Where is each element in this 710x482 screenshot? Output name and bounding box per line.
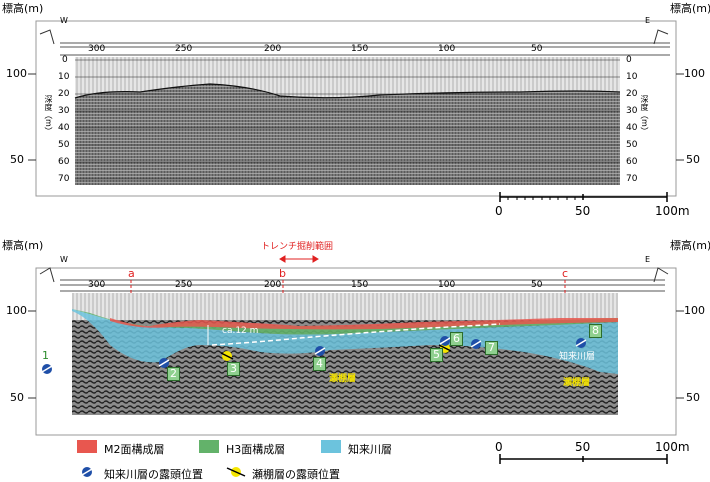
- section-mark-b: b: [279, 267, 286, 280]
- upper-depth-tick-left: 20: [58, 89, 70, 99]
- upper-dist-tick: 50: [531, 44, 543, 54]
- lower-dist-tick: 250: [175, 280, 193, 290]
- upper-depth-tick-left: 10: [58, 72, 70, 82]
- trench-range-label: トレンチ掘削範囲: [261, 242, 334, 252]
- outcrop-number: 4: [313, 357, 326, 371]
- layer-label-setana: 瀬棚層: [329, 374, 357, 384]
- upper-depth-tick-right: 50: [626, 140, 638, 150]
- legend-label-h3: H3面構成層: [226, 443, 286, 456]
- outcrop-number: 8: [589, 324, 602, 338]
- outcrop-number: 7: [485, 341, 498, 355]
- upper-elev-label-right: 標高(m): [670, 2, 710, 15]
- upper-elev-label-left: 標高(m): [2, 2, 44, 15]
- lower-elev-tick-left: 50: [10, 391, 24, 404]
- outcrop-markers: [41, 336, 587, 374]
- shiretoko-layer: [72, 309, 618, 374]
- upper-depth-tick-right: 30: [626, 106, 638, 116]
- m2-layer: [110, 318, 618, 330]
- upper-dir-w: W: [60, 16, 68, 25]
- outcrop-number: 1: [42, 349, 49, 362]
- upper-depth-tick-right: 40: [626, 123, 638, 133]
- upper-depth-tick-right: 20: [626, 89, 638, 99]
- legend-label-shiretoko: 知来川層: [348, 443, 392, 456]
- upper-depth-tick-right: 0: [626, 55, 632, 65]
- lower-elev-tick-right: 50: [686, 391, 700, 404]
- upper-depth-tick-left: 70: [58, 174, 70, 184]
- outcrop-number: 3: [227, 362, 240, 376]
- scale-label: 0: [495, 440, 503, 454]
- scale-label: 50: [575, 204, 591, 218]
- upper-depth-tick-left: 0: [62, 55, 68, 65]
- upper-depth-tick-right: 60: [626, 157, 638, 167]
- legend-swatch-h3: [199, 440, 219, 453]
- depth-annotation: ca.12 m: [222, 326, 259, 336]
- lower-dist-tick: 50: [531, 280, 543, 290]
- lower-elev-tick-right: 100: [684, 304, 705, 317]
- layer-label-setana: 瀬棚層: [563, 378, 591, 388]
- upper-depth-tick-left: 30: [58, 106, 70, 116]
- upper-elev-tick-left: 100: [6, 67, 27, 80]
- upper-depth-tick-right: 10: [626, 72, 638, 82]
- lower-dist-tick: 300: [88, 280, 106, 290]
- upper-depth-tick-left: 50: [58, 140, 70, 150]
- scale-label: 100m: [655, 204, 690, 218]
- lower-elev-label-left: 標高(m): [2, 239, 44, 252]
- scale-label: 100m: [655, 440, 690, 454]
- outcrop-number: 5: [430, 348, 443, 362]
- upper-dist-tick: 150: [351, 44, 369, 54]
- upper-elev-tick-left: 50: [10, 153, 24, 166]
- upper-depth-tick-left: 60: [58, 157, 70, 167]
- layer-label-shiretoko: 知来川層: [559, 352, 596, 362]
- lower-elev-label-right: 標高(m): [670, 239, 710, 252]
- legend-swatch-m2: [77, 440, 97, 453]
- trench-range-arrow: [279, 255, 319, 263]
- lower-dir-w: W: [60, 255, 68, 264]
- section-mark-c: c: [562, 267, 569, 280]
- legend-label-m2: M2面構成層: [104, 443, 165, 456]
- upper-elev-tick-right: 100: [684, 67, 705, 80]
- scale-bar-lower: [499, 454, 668, 464]
- upper-depth-axis-label-left: 深度（m）: [44, 95, 53, 135]
- upper-depth-tick-left: 40: [58, 123, 70, 133]
- scale-bar-upper: [499, 192, 668, 202]
- upper-depth-tick-right: 70: [626, 174, 638, 184]
- upper-dist-tick: 300: [88, 44, 106, 54]
- lower-dist-tick: 150: [351, 280, 369, 290]
- scale-label: 50: [575, 440, 591, 454]
- upper-dist-tick: 200: [264, 44, 282, 54]
- lower-dist-tick: 100: [438, 280, 456, 290]
- outcrop-number: 2: [167, 367, 180, 381]
- upper-radargram: [74, 57, 621, 185]
- upper-depth-axis-label-right: 深度（m）: [640, 95, 649, 135]
- legend-label-outcrop-shiretoko: 知来川層の露頭位置: [104, 468, 203, 481]
- upper-dist-tick: 100: [438, 44, 456, 54]
- upper-elev-tick-right: 50: [686, 153, 700, 166]
- scale-label: 0: [495, 204, 503, 218]
- legend-label-outcrop-setana: 瀬棚層の露頭位置: [252, 468, 340, 481]
- section-mark-a: a: [128, 267, 135, 280]
- upper-dist-tick: 250: [175, 44, 193, 54]
- outcrop-number: 6: [450, 332, 463, 346]
- lower-dir-e: E: [645, 255, 651, 264]
- lower-elev-tick-left: 100: [6, 304, 27, 317]
- upper-dir-e: E: [645, 16, 651, 25]
- lower-dist-tick: 200: [264, 280, 282, 290]
- legend-swatch-shiretoko: [321, 440, 341, 453]
